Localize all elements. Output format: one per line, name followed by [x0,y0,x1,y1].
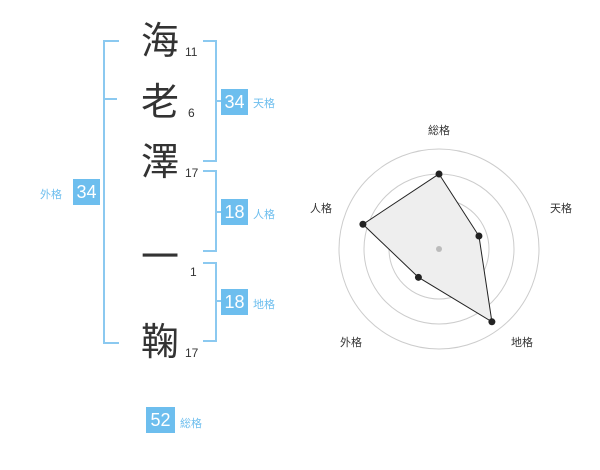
radar-area [362,173,493,323]
stroke-count-4: 1 [190,265,197,279]
radar-point [435,170,443,178]
stroke-count-5: 17 [185,346,199,360]
radar-point [475,232,483,240]
chikaku-bracket [203,262,217,342]
axis-label-soukaku: 総格 [428,123,450,137]
stroke-count-1: 11 [185,45,198,59]
axis-label-chikaku: 地格 [511,335,533,349]
tenkaku-value: 34 [221,89,248,115]
radar-point [359,220,367,228]
chikaku-label: 地格 [253,298,275,311]
name-char-3: 澤 [140,140,179,184]
name-char-5: 鞠 [140,320,179,364]
jinkaku-bracket-tick [215,211,221,213]
radar-points [359,170,496,326]
chikaku-bracket-tick [215,300,221,302]
gaikaku-bracket-tick [103,98,117,100]
radar-center [436,246,442,252]
name-char-2: 老 [140,80,179,124]
soukaku-value: 52 [146,407,175,433]
stroke-count-3: 17 [185,166,199,180]
radar-point [488,318,496,326]
radar-point [414,273,422,281]
tenkaku-bracket-tick [215,100,221,102]
axis-label-gaikaku: 外格 [340,335,362,349]
name-char-4: 一 [140,235,179,279]
radar-ring [338,148,540,350]
chikaku-value: 18 [221,289,248,315]
gaikaku-bracket [103,40,119,344]
jinkaku-label: 人格 [253,208,275,221]
axis-label-jinkaku: 人格 [310,201,332,215]
gaikaku-value: 34 [73,179,100,205]
name-char-1: 海 [140,19,179,63]
gaikaku-label: 外格 [40,188,62,201]
tenkaku-label: 天格 [253,97,275,110]
axis-label-tenkaku: 天格 [550,201,572,215]
soukaku-label: 総格 [180,417,202,430]
radar-chart: 総格 天格 地格 外格 人格 [310,123,572,350]
jinkaku-value: 18 [221,199,248,225]
stroke-count-2: 6 [188,106,195,120]
